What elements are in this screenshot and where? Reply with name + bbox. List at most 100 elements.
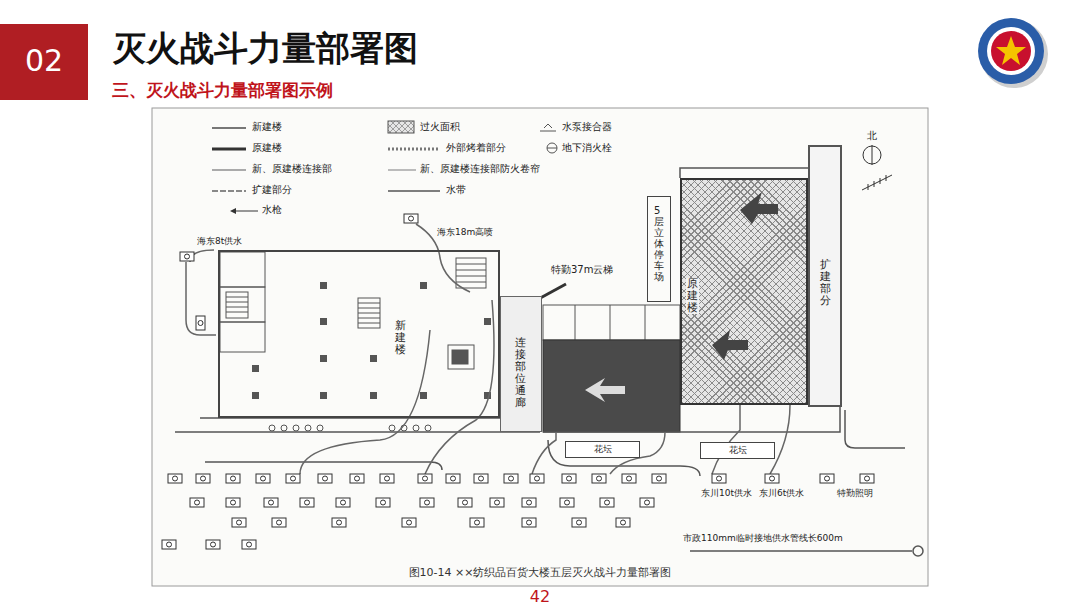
vehicle-symbol [264, 498, 278, 507]
pipeline-note: 市政110mm临时接地供水管线长600m [682, 533, 844, 544]
vehicle-symbol [712, 474, 726, 483]
vehicle-symbol [190, 498, 204, 507]
vehicle-symbol [162, 540, 176, 549]
node-text: 花坛 [729, 445, 747, 456]
nozzle-arrow [740, 192, 778, 224]
columns [252, 282, 491, 399]
vehicle-symbol [206, 540, 220, 549]
vehicle-symbol [226, 498, 240, 507]
parking-box: 5层立体停车场 [647, 196, 671, 302]
vehicle-symbol [256, 474, 270, 483]
vehicle-symbol [530, 474, 544, 483]
flowerbed-box: 花坛 [700, 442, 775, 459]
vehicle-symbol [286, 474, 300, 483]
building-outline [680, 168, 808, 178]
vehicle-symbol [318, 474, 332, 483]
north-label: 北 [867, 130, 877, 142]
legend-text: 水带 [446, 184, 466, 196]
vehicle-label: 特勤37m云梯 [550, 264, 614, 276]
vehicle-symbol [180, 214, 418, 330]
vehicle-symbol [622, 474, 636, 483]
extension-box: 扩建部分 [808, 145, 842, 407]
vehicle-symbol [232, 518, 246, 527]
corridor-box: 连接部位通廊 [500, 296, 542, 432]
vehicle-symbol [196, 474, 210, 483]
burnt-area [543, 340, 680, 432]
vehicle-symbol [350, 474, 364, 483]
vehicle-label: 海东18m高喷 [436, 227, 494, 238]
vehicle-symbol [272, 518, 286, 527]
building-outline [543, 405, 840, 432]
legend-text: 过火面积 [420, 121, 460, 133]
node-text: 原建楼 [686, 278, 699, 314]
vehicle-symbol [600, 498, 614, 507]
burnt-building: 原建楼 [680, 178, 808, 405]
vehicle-symbol [522, 498, 536, 507]
vehicle-symbol [332, 518, 346, 527]
north-arrow [862, 145, 892, 190]
legend-samples [212, 121, 557, 214]
vehicle-symbol [380, 474, 394, 483]
section-number: 02 [25, 43, 63, 79]
legend-text: 新、原建楼连接部防火卷帘 [420, 163, 540, 175]
page-number: 42 [530, 587, 550, 606]
vehicle-symbol [490, 498, 504, 507]
vehicle-symbol [820, 474, 834, 483]
vehicle-symbol [560, 498, 574, 507]
legend-text: 外部烤着部分 [446, 142, 506, 154]
vehicle-symbol [640, 498, 654, 507]
legend-text: 原建楼 [252, 142, 282, 154]
node-text: 连接部位通廊 [515, 337, 526, 410]
vehicle-symbol [504, 474, 518, 483]
figure-frame [152, 108, 928, 586]
slide-subtitle: 三、灭火战斗力量部署图示例 [112, 80, 333, 100]
vehicle-symbol [226, 474, 240, 483]
nozzle-arrow [712, 330, 748, 360]
legend-text: 新建楼 [252, 121, 282, 133]
vehicle-symbol [592, 474, 606, 483]
nozzle-arrow [585, 378, 625, 402]
vehicle-label: 东川6t供水 [758, 488, 805, 499]
legend-text: 水泵接合器 [562, 121, 612, 133]
flowerbed-box: 花坛 [565, 441, 640, 458]
vehicle-label: 海东8t供水 [196, 236, 243, 247]
vehicle-symbol [300, 498, 314, 507]
vehicle-symbol [242, 540, 256, 549]
vehicle-symbol [336, 498, 350, 507]
vehicle-symbol [652, 474, 666, 483]
vehicle-label: 特勤照明 [836, 488, 874, 499]
legend-text: 地下消火栓 [562, 142, 612, 154]
vehicle-symbol [376, 498, 390, 507]
vehicle-symbol [402, 518, 416, 527]
vehicle-symbol [474, 474, 488, 483]
road-lines [175, 410, 923, 556]
vehicle-symbol [522, 518, 536, 527]
building-outline: 新建楼 [218, 250, 500, 418]
vehicle-symbol [418, 474, 432, 483]
vehicle-symbol [168, 474, 182, 483]
figure-caption: 图10-14 ××纺织品百货大楼五层灭火战斗力量部署图 [408, 566, 673, 579]
vehicle-symbol [562, 474, 576, 483]
rooms [543, 305, 680, 340]
node-text: 新建楼 [395, 320, 406, 356]
legend-text: 水枪 [262, 204, 282, 216]
room-walls [575, 305, 645, 340]
legend-text: 扩建部分 [252, 184, 292, 196]
vehicle-symbol [420, 498, 434, 507]
vehicle-symbol [458, 498, 472, 507]
vehicle-symbol [860, 474, 874, 483]
vehicle-symbol [470, 518, 484, 527]
vehicle-symbol [572, 518, 586, 527]
vehicle-symbol [765, 474, 779, 483]
slide-title: 灭火战斗力量部署图 [112, 28, 418, 69]
node-text: 5层立体停车场 [654, 205, 664, 282]
node-text: 花坛 [594, 444, 612, 455]
vehicle-symbol [616, 518, 630, 527]
logo [978, 18, 1048, 88]
vehicle-label: 东川10t供水 [700, 488, 753, 499]
header-badge [0, 24, 88, 100]
new-building-interior [220, 252, 486, 369]
legend-text: 新、原建楼连接部 [252, 163, 332, 175]
vehicle-symbol [446, 474, 460, 483]
node-text: 扩建部分 [820, 259, 831, 307]
